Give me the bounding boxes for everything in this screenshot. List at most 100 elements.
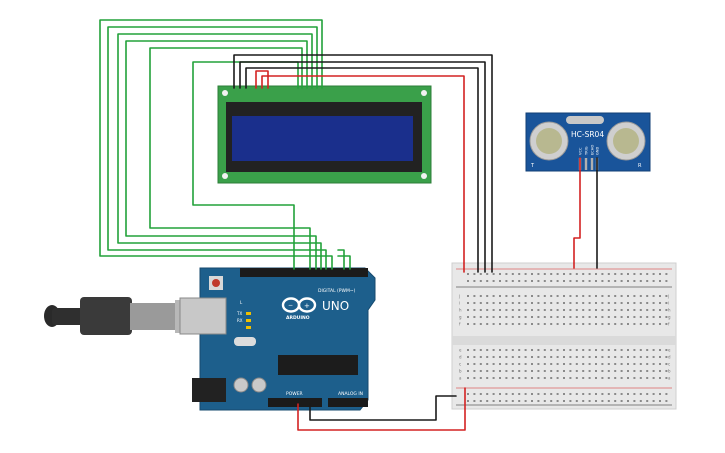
breadboard-hole bbox=[479, 323, 482, 325]
breadboard-hole bbox=[652, 356, 655, 358]
breadboard-hole bbox=[537, 393, 540, 395]
breadboard-hole bbox=[665, 349, 668, 351]
breadboard-hole bbox=[588, 393, 591, 395]
breadboard-row-letter: e bbox=[668, 348, 671, 353]
breadboard-hole bbox=[467, 363, 469, 365]
breadboard-hole bbox=[595, 377, 597, 379]
breadboard-hole bbox=[607, 356, 610, 358]
breadboard-hole bbox=[518, 393, 521, 395]
breadboard-hole bbox=[627, 377, 629, 379]
breadboard-hole bbox=[665, 363, 668, 365]
breadboard-hole bbox=[531, 302, 533, 304]
breadboard-hole bbox=[595, 295, 597, 297]
breadboard-hole bbox=[537, 280, 540, 282]
breadboard-hole bbox=[467, 356, 469, 358]
breadboard-hole bbox=[505, 302, 508, 304]
breadboard-hole bbox=[575, 323, 578, 325]
breadboard-hole bbox=[486, 273, 489, 275]
breadboard-hole bbox=[467, 273, 469, 275]
breadboard-hole bbox=[467, 323, 469, 325]
breadboard-hole bbox=[550, 393, 553, 395]
breadboard-hole bbox=[575, 273, 578, 275]
breadboard-hole bbox=[550, 356, 553, 358]
breadboard-hole bbox=[511, 363, 514, 365]
breadboard-hole bbox=[652, 316, 655, 318]
breadboard-hole bbox=[556, 356, 559, 358]
sensor-t-mark: T bbox=[530, 163, 535, 169]
breadboard-hole bbox=[531, 273, 533, 275]
breadboard-hole bbox=[582, 273, 585, 275]
breadboard-hole bbox=[627, 356, 629, 358]
breadboard-hole bbox=[511, 280, 514, 282]
breadboard-hole bbox=[582, 393, 585, 395]
breadboard-hole bbox=[595, 316, 597, 318]
breadboard-hole bbox=[550, 309, 553, 311]
breadboard-hole bbox=[524, 400, 527, 402]
breadboard-hole bbox=[543, 323, 546, 325]
breadboard-hole bbox=[473, 370, 476, 372]
breadboard-hole bbox=[550, 295, 553, 297]
breadboard-hole bbox=[595, 363, 597, 365]
breadboard-hole bbox=[575, 370, 578, 372]
black-wire bbox=[239, 61, 486, 273]
breadboard-hole bbox=[633, 323, 636, 325]
breadboard-hole bbox=[614, 370, 617, 372]
breadboard-hole bbox=[473, 309, 476, 311]
breadboard-hole bbox=[607, 323, 610, 325]
breadboard-hole bbox=[556, 273, 559, 275]
breadboard-hole bbox=[665, 295, 668, 297]
breadboard-hole bbox=[550, 280, 553, 282]
breadboard-row-letter: h bbox=[459, 308, 462, 313]
breadboard-hole bbox=[524, 323, 527, 325]
breadboard-hole bbox=[569, 400, 572, 402]
breadboard-hole bbox=[620, 309, 623, 311]
breadboard-hole bbox=[575, 302, 578, 304]
breadboard-hole bbox=[531, 400, 533, 402]
breadboard-hole bbox=[582, 356, 585, 358]
breadboard-hole bbox=[646, 323, 649, 325]
breadboard-hole bbox=[659, 273, 661, 275]
breadboard-hole bbox=[499, 377, 501, 379]
breadboard-hole bbox=[524, 370, 527, 372]
breadboard-hole bbox=[524, 356, 527, 358]
breadboard-hole bbox=[607, 363, 610, 365]
breadboard-hole bbox=[537, 323, 540, 325]
breadboard-hole bbox=[627, 349, 629, 351]
breadboard-hole bbox=[633, 356, 636, 358]
breadboard-hole bbox=[646, 356, 649, 358]
breadboard-hole bbox=[479, 377, 482, 379]
green-wire bbox=[125, 40, 317, 270]
breadboard-hole bbox=[665, 400, 668, 402]
breadboard-hole bbox=[467, 316, 469, 318]
svg-text:+: + bbox=[304, 302, 310, 310]
black-wire bbox=[309, 395, 457, 421]
breadboard-hole bbox=[479, 273, 482, 275]
breadboard-hole bbox=[614, 309, 617, 311]
breadboard-hole bbox=[543, 309, 546, 311]
breadboard-hole bbox=[659, 356, 661, 358]
breadboard-row-letter: b bbox=[459, 369, 462, 374]
breadboard-hole bbox=[479, 393, 482, 395]
breadboard-hole bbox=[537, 309, 540, 311]
model-label: UNO bbox=[322, 299, 349, 313]
breadboard-hole bbox=[524, 377, 527, 379]
breadboard-hole bbox=[505, 323, 508, 325]
breadboard-hole bbox=[550, 323, 553, 325]
breadboard-hole bbox=[563, 400, 565, 402]
breadboard-hole bbox=[665, 370, 668, 372]
breadboard-hole bbox=[505, 309, 508, 311]
breadboard-hole bbox=[652, 400, 655, 402]
breadboard-hole bbox=[467, 295, 469, 297]
breadboard-hole bbox=[563, 302, 565, 304]
breadboard-hole bbox=[639, 400, 642, 402]
breadboard-hole bbox=[479, 356, 482, 358]
sensor-pin bbox=[590, 158, 594, 170]
breadboard-hole bbox=[652, 323, 655, 325]
breadboard-hole bbox=[595, 370, 597, 372]
breadboard-hole bbox=[563, 309, 565, 311]
breadboard-hole bbox=[627, 400, 629, 402]
breadboard-hole bbox=[582, 280, 585, 282]
breadboard-hole bbox=[511, 273, 514, 275]
breadboard-hole bbox=[620, 393, 623, 395]
breadboard-hole bbox=[665, 323, 668, 325]
